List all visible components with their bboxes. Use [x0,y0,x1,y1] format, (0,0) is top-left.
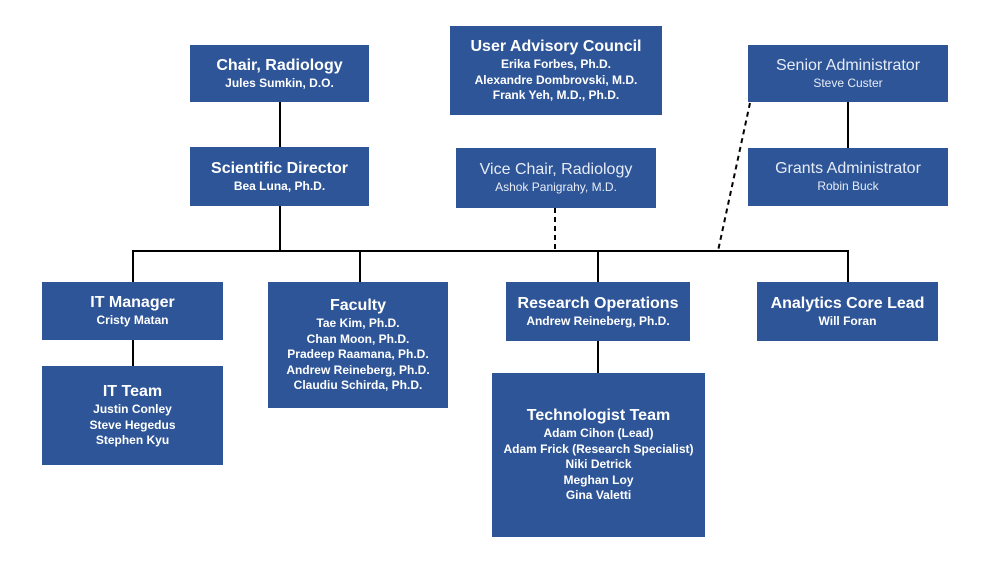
node-chair-radiology: Chair, Radiology Jules Sumkin, D.O. [190,45,369,102]
node-line: Pradeep Raamana, Ph.D. [287,347,429,362]
node-title: Chair, Radiology [216,56,343,74]
node-line: Jules Sumkin, D.O. [225,75,334,90]
node-grants-administrator: Grants Administrator Robin Buck [748,148,948,206]
node-line: Andrew Reineberg, Ph.D. [526,313,670,328]
connector-senior-admin-dashed [717,102,751,252]
node-title: Analytics Core Lead [770,294,925,312]
node-line: Alexandre Dombrovski, M.D. [474,72,638,87]
node-title: Research Operations [517,294,679,312]
node-title: Scientific Director [211,159,348,177]
node-line: Will Foran [818,313,877,328]
node-user-advisory-council: User Advisory Council Erika Forbes, Ph.D… [450,26,662,115]
node-line: Gina Valetti [565,488,632,503]
node-title: Faculty [329,297,386,315]
node-line: Chan Moon, Ph.D. [306,331,410,346]
node-title: Technologist Team [526,407,671,425]
node-faculty: Faculty Tae Kim, Ph.D. Chan Moon, Ph.D. … [268,282,448,408]
node-line: Erika Forbes, Ph.D. [500,57,612,72]
node-line: Steve Hegedus [89,417,176,432]
node-line: Claudiu Schirda, Ph.D. [293,378,423,393]
node-research-operations: Research Operations Andrew Reineberg, Ph… [506,282,690,341]
node-line: Frank Yeh, M.D., Ph.D. [492,88,620,103]
node-title: User Advisory Council [470,38,642,56]
node-line: Ashok Panigrahy, M.D. [495,180,617,195]
node-line: Steve Custer [813,75,883,90]
node-title: IT Team [102,383,163,401]
node-line: Niki Detrick [565,457,632,472]
node-title: Grants Administrator [775,160,921,178]
node-line: Andrew Reineberg, Ph.D. [286,362,430,377]
node-line: Stephen Kyu [95,433,170,448]
node-technologist-team: Technologist Team Adam Cihon (Lead) Adam… [492,373,705,537]
node-it-manager: IT Manager Cristy Matan [42,282,223,340]
node-title: Vice Chair, Radiology [479,161,633,179]
node-line: Tae Kim, Ph.D. [316,316,400,331]
node-title: IT Manager [90,294,175,312]
node-senior-administrator: Senior Administrator Steve Custer [748,45,948,102]
node-line: Robin Buck [817,179,879,194]
node-title: Senior Administrator [775,56,921,74]
node-line: Cristy Matan [96,313,169,328]
node-analytics-core-lead: Analytics Core Lead Will Foran [757,282,938,341]
node-line: Bea Luna, Ph.D. [233,178,326,193]
node-line: Adam Frick (Research Specialist) [503,441,694,456]
node-scientific-director: Scientific Director Bea Luna, Ph.D. [190,147,369,206]
node-line: Meghan Loy [563,472,634,487]
node-line: Justin Conley [93,402,172,417]
node-vice-chair-radiology: Vice Chair, Radiology Ashok Panigrahy, M… [456,148,656,208]
node-line: Adam Cihon (Lead) [543,426,654,441]
node-it-team: IT Team Justin Conley Steve Hegedus Step… [42,366,223,465]
